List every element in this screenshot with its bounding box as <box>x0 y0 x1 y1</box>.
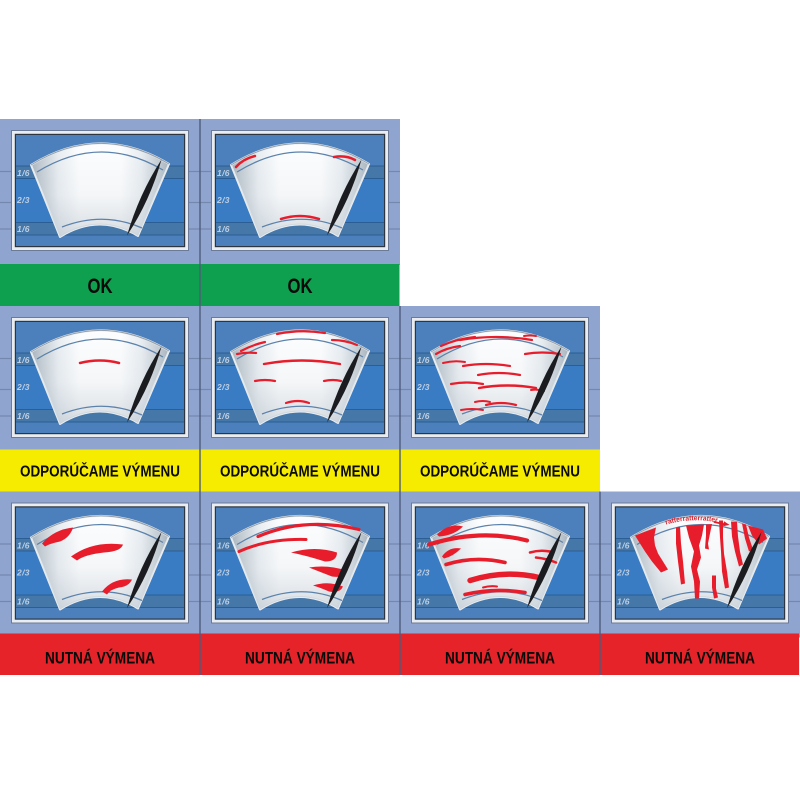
svg-text:NUTNÁ VÝMENA: NUTNÁ VÝMENA <box>245 649 355 668</box>
svg-text:NUTNÁ VÝMENA: NUTNÁ VÝMENA <box>645 649 755 668</box>
svg-text:ODPORÚČAME VÝMENU: ODPORÚČAME VÝMENU <box>220 463 380 481</box>
svg-text:NUTNÁ VÝMENA: NUTNÁ VÝMENA <box>445 649 555 668</box>
svg-text:OK: OK <box>88 275 113 298</box>
svg-text:OK: OK <box>288 275 313 298</box>
svg-text:ODPORÚČAME VÝMENU: ODPORÚČAME VÝMENU <box>20 463 180 481</box>
svg-text:ODPORÚČAME VÝMENU: ODPORÚČAME VÝMENU <box>420 463 580 481</box>
svg-text:NUTNÁ VÝMENA: NUTNÁ VÝMENA <box>45 649 155 668</box>
svg-text:ratterratterratter: ratterratterratter <box>665 515 719 526</box>
